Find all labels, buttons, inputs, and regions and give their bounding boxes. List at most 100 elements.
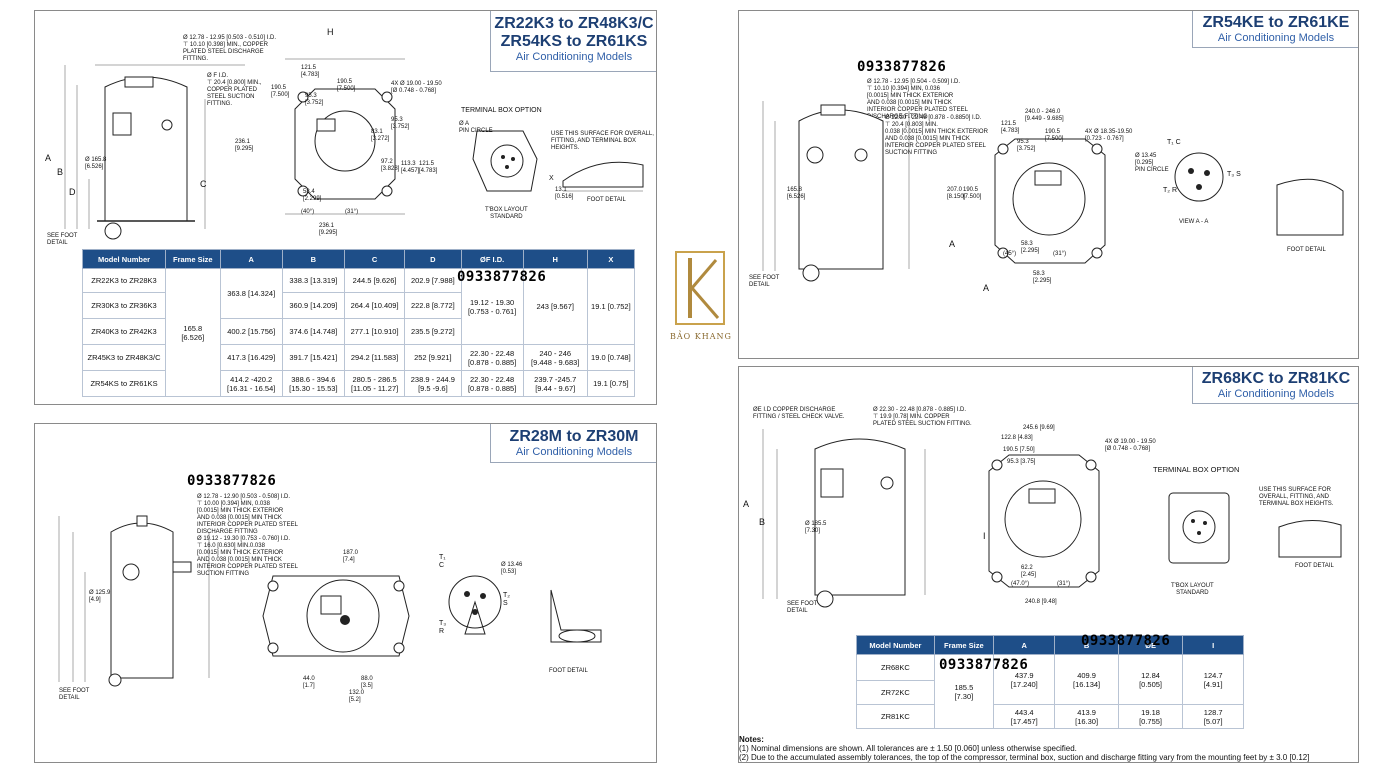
dim-letter-i: I — [983, 531, 986, 541]
panel-subtitle: Air Conditioning Models — [1217, 388, 1335, 400]
diameter-dim: 165.8 [6.526] — [787, 187, 806, 200]
dim-letter-a: A — [45, 153, 52, 163]
dim-62: 62.2 [2.45] — [1021, 565, 1037, 578]
table-row: ZR72KC — [856, 680, 1244, 705]
note-2: (2) Due to the accumulated assembly tole… — [739, 753, 1310, 762]
notes-title: Notes: — [739, 735, 764, 744]
terminal-surface-note: USE THIS SURFACE FOR OVERALL, FITTING, A… — [551, 131, 654, 151]
bao-khang-logo: BẢO KHANG — [668, 248, 732, 348]
table-cell: ZR81KC — [856, 704, 935, 729]
angle-47: (47.0°) — [1011, 581, 1030, 587]
panel-title-box: ZR54KE to ZR61KE Air Conditioning Models — [1192, 11, 1358, 48]
table-cell: 238.9 - 244.9 [9.5 -9.6] — [404, 370, 462, 397]
table-cell: 19.18 [0.755] — [1117, 704, 1184, 729]
dim-v190: 190.5 [7.500] — [963, 187, 982, 200]
foot-detail-drawing — [562, 161, 644, 192]
dim-187: 187.0 [7.4] — [343, 550, 359, 563]
panel-zr68kc-zr81kc: ZR68KC to ZR81KC Air Conditioning Models… — [738, 366, 1359, 763]
panel-title-box: ZR68KC to ZR81KC Air Conditioning Models — [1192, 367, 1358, 404]
see-foot-detail-note: SEE FOOT DETAIL — [47, 233, 78, 246]
table-cell: 252 [9.921] — [404, 344, 462, 371]
dim-190: 190.5 [7.500] — [337, 79, 356, 92]
angle-31: (31°) — [345, 209, 359, 215]
dim-97: 97.2 [3.828] — [381, 159, 400, 172]
discharge-fitting-note: Ø 12.78 - 12.95 [0.503 - 0.510] I.D. ⊤ 1… — [183, 35, 277, 62]
table-header-row: Model Number Frame Size A B ØE I — [856, 635, 1244, 655]
compressor-top-view-drawing — [988, 454, 1100, 588]
dim-v190: 190.5 [7.500] — [271, 85, 290, 98]
panel-title-line1: ZR22K3 to ZR48K3/C — [494, 15, 654, 32]
see-foot-detail-note: SEE FOOT DETAIL — [787, 601, 818, 614]
terminal-box-drawing — [472, 130, 538, 192]
table-cell: 22.30 - 22.48 [0.878 - 0.885] — [460, 344, 524, 371]
terminal-surface-note: USE THIS SURFACE FOR OVERALL, FITTING, A… — [1259, 487, 1334, 507]
table-cell: 19.0 [0.748] — [586, 344, 636, 371]
panel-zr54ke-zr61ke: ZR54KE to ZR61KE Air Conditioning Models… — [738, 10, 1359, 359]
discharge-fitting-note: ØE I.D COPPER DISCHARGE FITTING / STEEL … — [753, 407, 845, 420]
table-cell: 280.5 - 286.5 [11.05 - 11.27] — [343, 370, 406, 397]
col-frame: Frame Size — [165, 249, 221, 269]
view-aa-label: VIEW A - A — [1179, 219, 1209, 225]
table-cell: 128.7 [5.07] — [1182, 704, 1244, 729]
table-cell: ZR30K3 to ZR36K3 — [81, 292, 167, 319]
discharge-fitting-note: Ø 12.78 - 12.95 [0.504 - 0.509] I.D. ⊤ 1… — [867, 79, 968, 120]
dim-letter-c: C — [200, 179, 207, 189]
table-cell: ZR40K3 to ZR42K3 — [81, 318, 167, 345]
table-cell: 124.7 [4.91] — [1182, 654, 1244, 705]
table-cell: ZR68KC — [856, 654, 935, 681]
panel-title: ZR54KE to ZR61KE — [1202, 14, 1350, 31]
bolt-hole-note: 4X Ø 18.35-19.50 [0.723 - 0.767] — [1085, 129, 1133, 142]
table-cell: 409.9 [16.134] — [1054, 654, 1119, 705]
col-model: Model Number — [81, 249, 167, 269]
phone-watermark: 0933877826 — [857, 59, 947, 75]
tbox-layout-note: T'BOX LAYOUT STANDARD — [1171, 583, 1214, 596]
terminal-t2-label: T₂ S — [503, 592, 510, 607]
col-frame: Frame Size — [933, 635, 994, 655]
dim-letter-h: H — [327, 27, 334, 37]
panel-title-box: ZR22K3 to ZR48K3/C ZR54KS to ZR61KS Air … — [490, 11, 656, 72]
suction-fitting-note: Ø 22.30 - 22.48 [0.878 - 0.8850] I.D. ⊤ … — [885, 115, 988, 156]
dim-245: 245.6 [9.69] — [1023, 425, 1055, 431]
table-row: ZR68KC 185.5 [7.30] 437.9 [17.240] 409.9… — [856, 654, 1244, 729]
foot-detail-drawing — [1278, 519, 1342, 558]
logo-text: BẢO KHANG — [670, 332, 732, 341]
discharge-fitting-note: Ø 12.78 - 12.90 [0.503 - 0.508] I.D. ⊤ 1… — [197, 494, 298, 535]
table-cell: 400.2 [15.756] — [219, 318, 283, 345]
terminal-t3-label: T₃ R — [439, 620, 447, 635]
dim-v95: 95.3 [3.752] — [391, 117, 410, 130]
compressor-top-view-drawing — [262, 575, 410, 657]
see-foot-detail-note: SEE FOOT DETAIL — [59, 688, 90, 701]
bolt-hole-note: 4X Ø 19.00 - 19.50 [Ø 0.748 - 0.768] — [391, 81, 442, 94]
tbox-layout-note: T'BOX LAYOUT STANDARD — [485, 207, 528, 220]
diameter-dim: Ø 185.5 [7.30] — [805, 521, 827, 534]
see-foot-detail-note: SEE FOOT DETAIL — [749, 275, 780, 288]
dim-letter-x: X — [549, 175, 554, 182]
dim-letter-a: A — [743, 499, 750, 509]
dim-v236: 236.1 [9.295] — [235, 139, 254, 152]
table-cell: ZR45K3 to ZR48K3/C — [81, 344, 167, 371]
table-cell: 12.84 [0.505] — [1117, 654, 1184, 705]
panel-subtitle: Air Conditioning Models — [515, 446, 633, 458]
compressor-top-view-drawing — [994, 138, 1106, 264]
table-cell: 235.5 [9.272] — [404, 318, 462, 345]
panel-subtitle: Air Conditioning Models — [515, 51, 633, 63]
table-cell: 277.1 [10.910] — [343, 318, 406, 345]
col-b: B — [281, 249, 345, 269]
dim-58: 58.4 [2.299] — [303, 189, 322, 202]
col-c: C — [343, 249, 406, 269]
table-cell: 239.7 -245.7 [9.44 - 9.67] — [522, 370, 588, 397]
panel-zr28m-zr30m: ZR28M to ZR30M Air Conditioning Models 0… — [34, 423, 657, 763]
table-cell: 388.6 - 394.6 [15.30 - 15.53] — [281, 370, 345, 397]
angle-31: (31°) — [1053, 251, 1067, 257]
logo-mark-icon — [675, 251, 725, 325]
panel-title: ZR68KC to ZR81KC — [1201, 370, 1351, 387]
angle-40: (40°) — [301, 209, 315, 215]
panel-zr22k3-zr61ks: ZR22K3 to ZR48K3/C ZR54KS to ZR61KS Air … — [34, 10, 657, 405]
diameter-dim: Ø 165.8 [6.526] — [85, 157, 107, 170]
bolt-hole-note: 4X Ø 19.00 - 19.50 [Ø 0.748 - 0.768] — [1105, 439, 1156, 452]
col-f: ØF I.D. — [460, 249, 524, 269]
compressor-side-drawing — [762, 101, 910, 282]
dim-letter-b: B — [57, 167, 64, 177]
spec-table: Model Number Frame Size A B C D ØF I.D. … — [81, 249, 636, 397]
foot-detail-label: FOOT DETAIL — [1295, 563, 1334, 569]
